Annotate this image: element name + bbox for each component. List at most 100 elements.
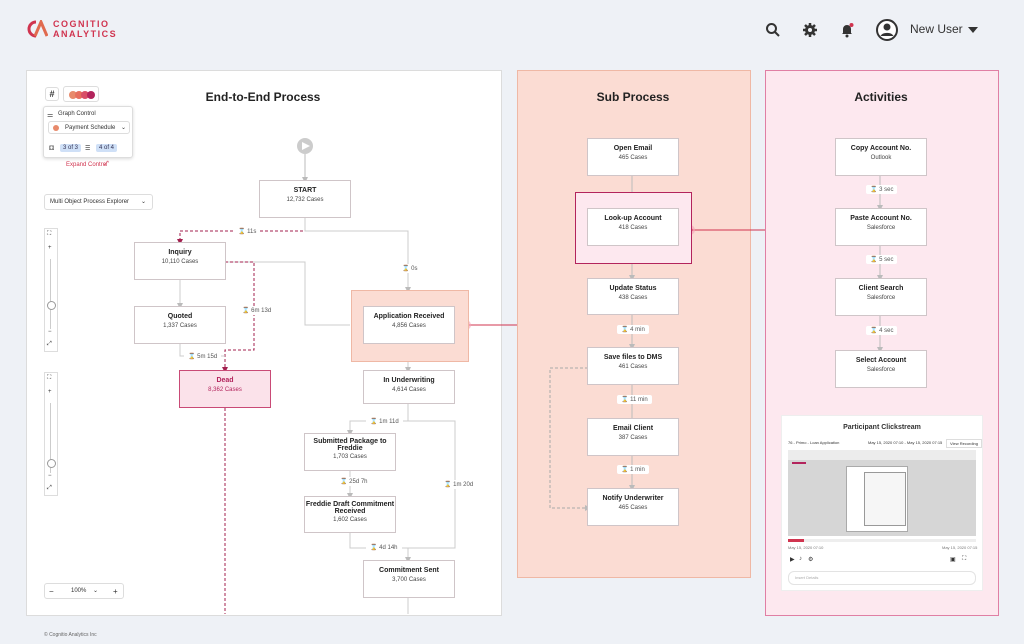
caret-down-icon[interactable] — [968, 26, 978, 34]
node-cases: 1,337 Cases — [163, 323, 197, 329]
node-cases: 465 Cases — [618, 155, 648, 161]
edge-label-text: 11s — [247, 229, 257, 235]
search-icon[interactable] — [765, 22, 781, 38]
zoom-out-icon[interactable]: − — [48, 473, 52, 479]
progress-track[interactable] — [788, 539, 976, 542]
edge-label: ⌛ 5 sec — [866, 255, 898, 264]
node-quoted[interactable]: Quoted 1,337 Cases — [134, 306, 226, 344]
node-title: Open Email — [613, 145, 653, 152]
node-cases: 10,110 Cases — [161, 259, 199, 265]
edge-label-text: 0s — [411, 266, 418, 272]
node-title: Paste Account No. — [850, 215, 912, 222]
zoom-slider-2[interactable]: ⛶ + − ⤢ — [44, 372, 58, 496]
edge-label: ⌛ 4 sec — [866, 326, 898, 335]
expand-icon[interactable]: ⤢ — [47, 341, 52, 347]
slider-thumb[interactable] — [47, 301, 56, 310]
node-app: Salesforce — [866, 225, 896, 231]
status-dot-icon — [53, 125, 59, 131]
fit-icon[interactable]: ⛶ — [47, 375, 52, 381]
edge-label-text: 25d 7h — [349, 479, 368, 485]
edge-label-text: 4d 14h — [379, 545, 398, 551]
comment-input[interactable]: Insert Details — [788, 571, 976, 585]
time-range[interactable]: May 15, 2020 07:10 - May 15, 2020 07:15 — [868, 440, 943, 445]
fullscreen-icon[interactable]: ⛶ — [962, 556, 967, 562]
node-cases: 4,614 Cases — [392, 387, 426, 393]
hash-icon[interactable]: # — [45, 87, 59, 101]
zoom-in-icon[interactable]: + — [48, 245, 52, 251]
chip-objects[interactable]: 3 of 3 — [60, 144, 82, 152]
edge-label: ⌛ 11 min — [617, 395, 652, 404]
camera-icon[interactable]: ▣ — [950, 557, 956, 563]
node-cases: 461 Cases — [618, 364, 648, 370]
node-title: Look-up Account — [604, 215, 662, 222]
zoom-slider-1[interactable]: ⛶ + − ⤢ — [44, 228, 58, 352]
recording-video[interactable] — [788, 450, 976, 536]
color-palette-button[interactable] — [63, 86, 99, 102]
edge-label: ⌛ 4 min — [617, 325, 649, 334]
edge-label: ⌛ 0s — [398, 264, 422, 273]
settings-icon[interactable]: ⚙ — [808, 557, 814, 563]
play-icon[interactable]: ▶ — [790, 557, 795, 563]
node-cases: 387 Cases — [618, 435, 648, 441]
explorer-select[interactable]: Multi Object Process Explorer ⌄ — [44, 194, 153, 210]
node-cases: 3,700 Cases — [392, 577, 426, 583]
edge-label: ⌛ 3 sec — [866, 185, 898, 194]
edge-label: ⌛ 6m 13d — [238, 306, 276, 315]
graph-control-title: Graph Control — [58, 111, 96, 117]
video-topbar — [788, 450, 976, 460]
zoom-out-button[interactable]: − — [49, 587, 54, 596]
explorer-select-label: Multi Object Process Explorer — [50, 199, 130, 205]
avatar-icon[interactable] — [876, 19, 898, 41]
sub-process-title: Sub Process — [596, 90, 670, 104]
logo-icon — [27, 20, 48, 38]
bell-icon[interactable] — [839, 22, 855, 38]
sliders-icon: ⚌ — [47, 112, 54, 119]
slider-thumb[interactable] — [47, 459, 56, 468]
brand-line1: COGNITIO — [53, 19, 110, 29]
expand-icon[interactable]: ⤢ — [104, 161, 109, 167]
volume-icon[interactable]: ♪ — [799, 556, 802, 562]
zoom-in-button[interactable]: + — [113, 587, 118, 596]
edge-label: ⌛ 11s — [234, 227, 261, 236]
node-title: Copy Account No. — [850, 145, 912, 152]
list-icon[interactable]: ☰ — [85, 146, 91, 152]
user-name[interactable]: New User — [910, 22, 963, 36]
graph-control-card: ⚌ Graph Control Payment Schedule ⌄ ⚃ 3 o… — [43, 106, 133, 158]
node-paste-account[interactable]: Paste Account No. Salesforce — [835, 208, 927, 246]
time-end: May 15, 2020 07:15 — [942, 545, 978, 550]
chip-attributes[interactable]: 4 of 4 — [96, 144, 118, 152]
view-recording-button[interactable]: View Recording — [946, 439, 982, 448]
zoom-level[interactable]: 100% — [71, 588, 87, 594]
network-icon[interactable]: ⚃ — [49, 146, 55, 152]
node-title: Application Received — [373, 313, 445, 320]
chevron-down-icon[interactable]: ⌄ — [93, 588, 99, 594]
node-title: Quoted — [167, 313, 193, 320]
zoom-in-icon[interactable]: + — [48, 389, 52, 395]
edge-label: ⌛ 5m 15d — [184, 352, 222, 361]
payment-schedule-dropdown[interactable]: Payment Schedule ⌄ — [48, 121, 130, 134]
node-open-email[interactable]: Open Email 465 Cases — [587, 138, 679, 176]
participant-select[interactable]: 76 - Primo - Loan Application — [788, 440, 840, 445]
gear-icon[interactable] — [802, 22, 818, 38]
node-copy-account[interactable]: Copy Account No.Outlook — [835, 138, 927, 176]
edge-label-text: 3 sec — [879, 187, 894, 193]
expand-control-link[interactable]: Expand Control — [66, 162, 108, 168]
expand-icon[interactable]: ⤢ — [47, 485, 52, 491]
zoom-out-icon[interactable]: − — [48, 329, 52, 335]
fit-icon[interactable]: ⛶ — [47, 231, 52, 237]
